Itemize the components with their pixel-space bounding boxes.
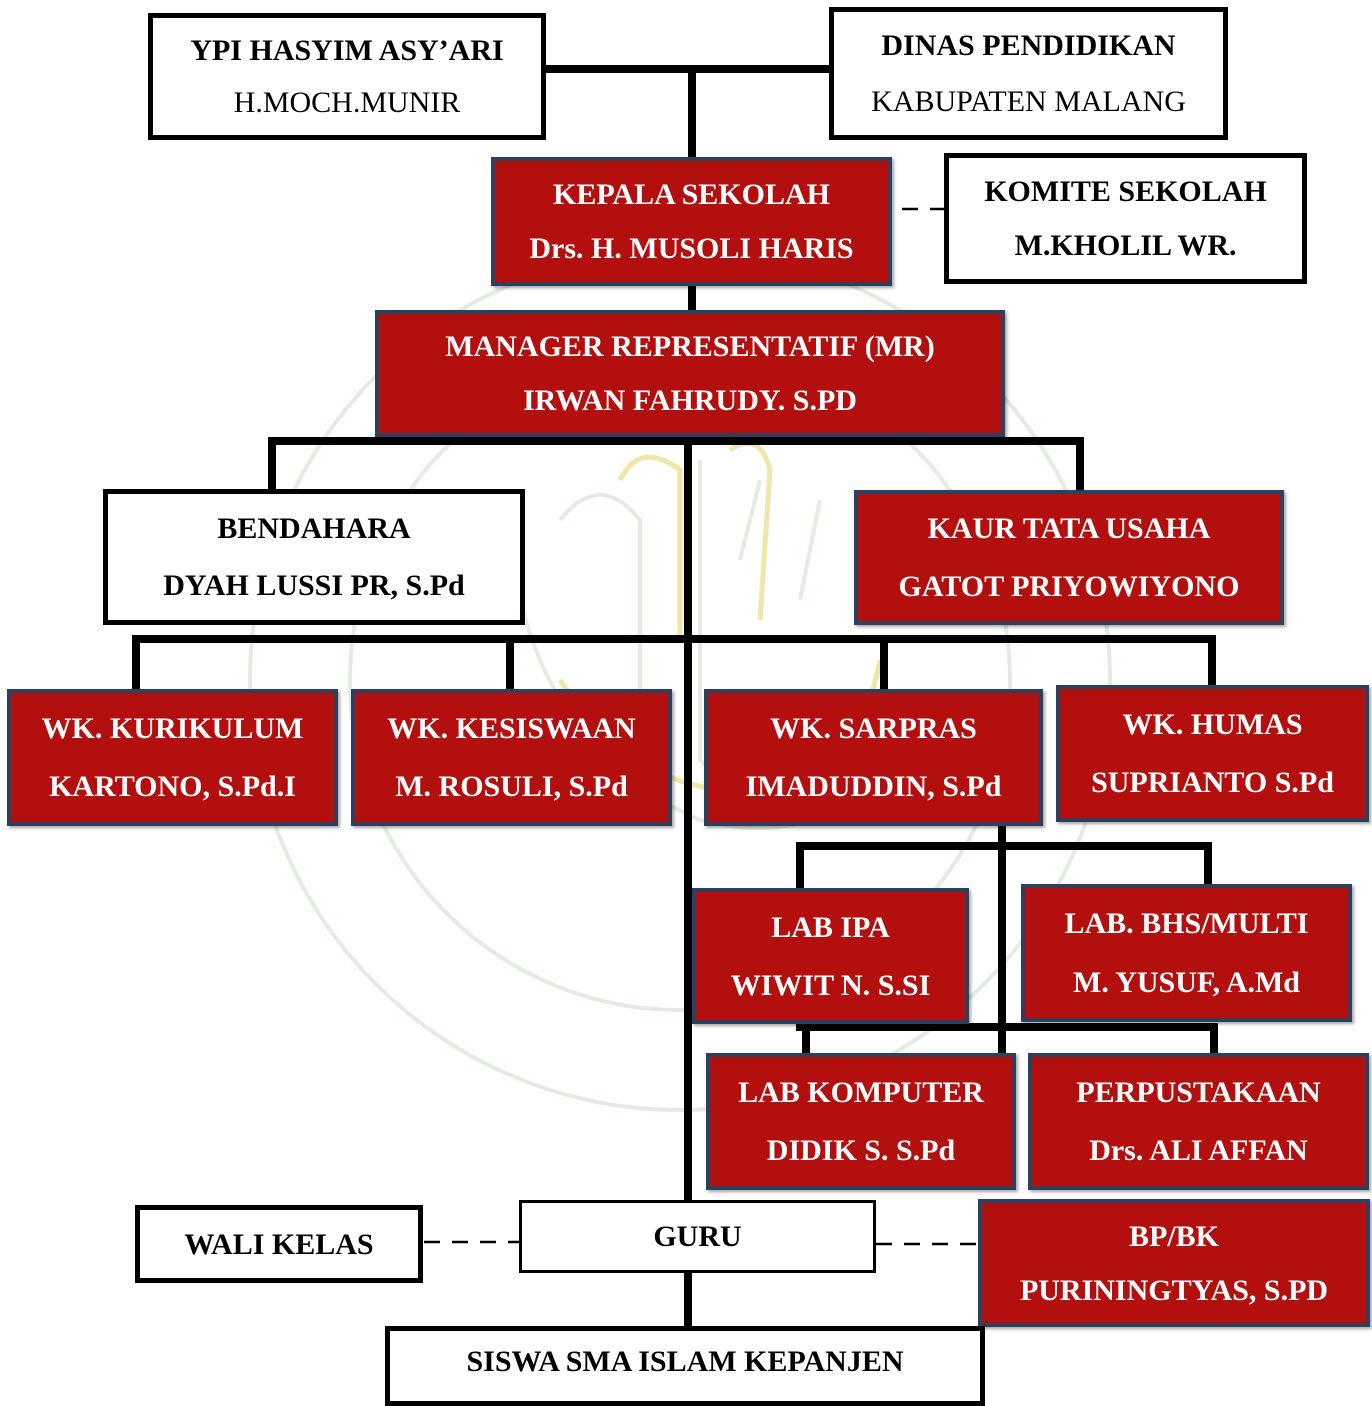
wk-kurikulum-name: KARTONO, S.Pd.I bbox=[49, 770, 296, 804]
kepala-sekolah-name: Drs. H. MUSOLI HARIS bbox=[529, 232, 854, 266]
kaur-tata-usaha-name: GATOT PRIYOWIYONO bbox=[898, 569, 1240, 603]
lab-ipa-title: LAB IPA bbox=[771, 910, 890, 944]
bendahara-title: BENDAHARA bbox=[217, 512, 411, 545]
wk-humas-title: WK. HUMAS bbox=[1122, 707, 1303, 741]
komite-sekolah-box: KOMITE SEKOLAH M.KHOLIL WR. bbox=[944, 153, 1307, 284]
lab-ipa-name: WIWIT N. S.SI bbox=[730, 968, 931, 1002]
lab-bahasa-multimedia-name: M. YUSUF, A.Md bbox=[1073, 966, 1300, 999]
perpustakaan-name: Drs. ALI AFFAN bbox=[1089, 1134, 1308, 1168]
lab-komputer-title: LAB KOMPUTER bbox=[738, 1075, 984, 1109]
bendahara-name: DYAH LUSSI PR, S.Pd bbox=[163, 569, 465, 602]
perpustakaan-box: PERPUSTAKAAN Drs. ALI AFFAN bbox=[1028, 1053, 1369, 1190]
wk-kesiswaan-title: WK. KESISWAAN bbox=[387, 711, 636, 745]
wali-kelas-box: WALI KELAS bbox=[135, 1205, 423, 1283]
wk-kesiswaan-name: M. ROSULI, S.Pd bbox=[395, 770, 628, 804]
bp-bk-box: BP/BK PURININGTYAS, S.PD bbox=[978, 1199, 1370, 1327]
siswa-box: SISWA SMA ISLAM KEPANJEN bbox=[385, 1326, 985, 1406]
bendahara-box: BENDAHARA DYAH LUSSI PR, S.Pd bbox=[103, 489, 525, 625]
dinas-name: KABUPATEN MALANG bbox=[871, 84, 1186, 118]
wk-sarpras-box: WK. SARPRAS IMADUDDIN, S.Pd bbox=[704, 689, 1043, 826]
manager-representatif-box: MANAGER REPRESENTATIF (MR) IRWAN FAHRUDY… bbox=[375, 310, 1005, 437]
ypi-name: H.MOCH.MUNIR bbox=[233, 86, 461, 120]
dinas-title: DINAS PENDIDIKAN bbox=[881, 29, 1176, 63]
wk-kesiswaan-box: WK. KESISWAAN M. ROSULI, S.Pd bbox=[351, 689, 672, 826]
ypi-box: YPI HASYIM ASY’ARI H.MOCH.MUNIR bbox=[148, 13, 546, 140]
wk-sarpras-name: IMADUDDIN, S.Pd bbox=[745, 770, 1002, 804]
dinas-box: DINAS PENDIDIKAN KABUPATEN MALANG bbox=[829, 7, 1228, 140]
wk-sarpras-title: WK. SARPRAS bbox=[770, 711, 977, 745]
manager-representatif-name: IRWAN FAHRUDY. S.PD bbox=[523, 383, 857, 417]
guru-box: GURU bbox=[519, 1200, 876, 1273]
wk-humas-name: SUPRIANTO S.Pd bbox=[1091, 766, 1334, 800]
lab-bahasa-multimedia-title: LAB. BHS/MULTI bbox=[1064, 907, 1309, 940]
lab-komputer-name: DIDIK S. S.Pd bbox=[766, 1134, 956, 1168]
wk-kurikulum-title: WK. KURIKULUM bbox=[41, 711, 304, 745]
guru-title: GURU bbox=[653, 1220, 742, 1253]
manager-representatif-title: MANAGER REPRESENTATIF (MR) bbox=[445, 330, 935, 364]
komite-sekolah-title: KOMITE SEKOLAH bbox=[984, 174, 1267, 208]
ypi-title: YPI HASYIM ASY’ARI bbox=[190, 33, 504, 67]
siswa-title: SISWA SMA ISLAM KEPANJEN bbox=[466, 1345, 904, 1378]
bp-bk-title: BP/BK bbox=[1128, 1219, 1219, 1253]
perpustakaan-title: PERPUSTAKAAN bbox=[1076, 1075, 1321, 1109]
kepala-sekolah-box: KEPALA SEKOLAH Drs. H. MUSOLI HARIS bbox=[491, 157, 892, 286]
bp-bk-name: PURININGTYAS, S.PD bbox=[1019, 1273, 1329, 1307]
kaur-tata-usaha-title: KAUR TATA USAHA bbox=[927, 512, 1211, 546]
wali-kelas-title: WALI KELAS bbox=[184, 1227, 374, 1261]
lab-ipa-box: LAB IPA WIWIT N. S.SI bbox=[692, 888, 969, 1024]
wk-kurikulum-box: WK. KURIKULUM KARTONO, S.Pd.I bbox=[7, 689, 338, 826]
lab-bahasa-multimedia-box: LAB. BHS/MULTI M. YUSUF, A.Md bbox=[1021, 884, 1352, 1022]
komite-sekolah-name: M.KHOLIL WR. bbox=[1014, 229, 1237, 263]
lab-komputer-box: LAB KOMPUTER DIDIK S. S.Pd bbox=[706, 1053, 1016, 1190]
kepala-sekolah-title: KEPALA SEKOLAH bbox=[552, 177, 830, 211]
kaur-tata-usaha-box: KAUR TATA USAHA GATOT PRIYOWIYONO bbox=[854, 490, 1284, 625]
wk-humas-box: WK. HUMAS SUPRIANTO S.Pd bbox=[1056, 685, 1369, 822]
